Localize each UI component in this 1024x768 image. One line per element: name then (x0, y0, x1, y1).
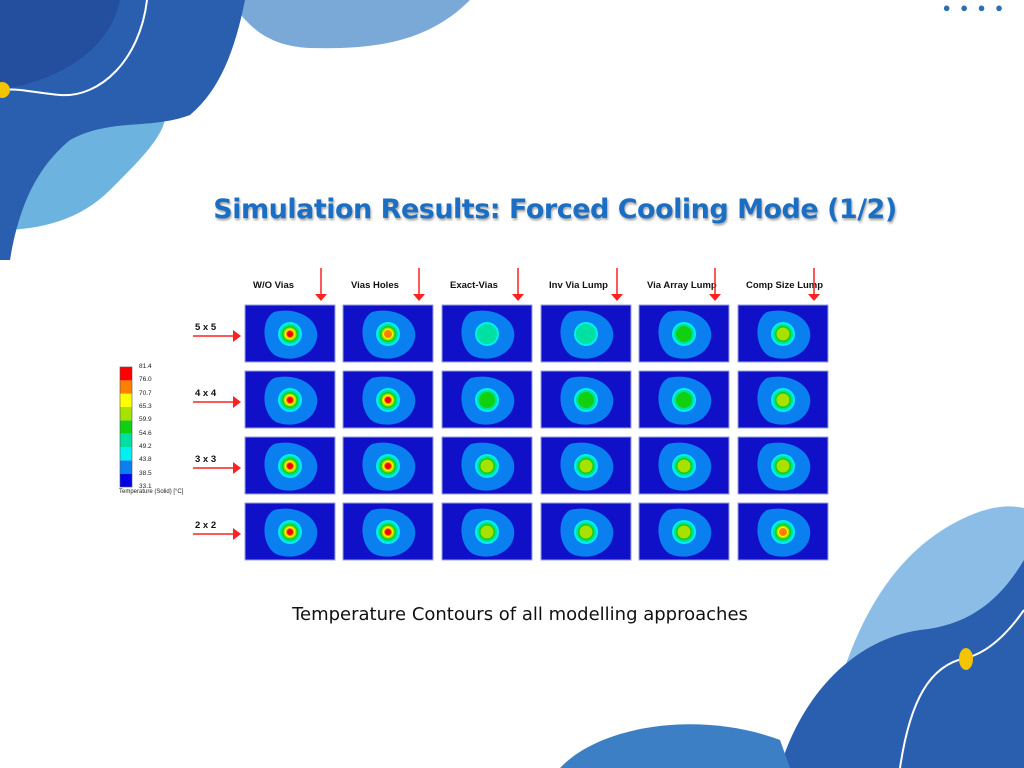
wave-left-darker (0, 0, 120, 90)
legend-band (120, 407, 132, 421)
legend-band (120, 433, 132, 447)
figure-caption: Temperature Contours of all modelling ap… (292, 604, 748, 625)
contour-cell (737, 436, 829, 495)
column-label: W/O Vias (253, 280, 295, 291)
yellow-dot (0, 82, 10, 98)
legend-band (120, 447, 132, 461)
legend-value: 65.3 (139, 403, 152, 410)
contour-cell (342, 502, 434, 561)
legend-value: 70.7 (139, 389, 152, 397)
legend-title: Temperature (Solid) [°C] (119, 489, 184, 495)
legend-band (120, 380, 132, 394)
legend-band (120, 420, 132, 434)
arrow-head-icon (233, 396, 241, 408)
arrow-head-icon (413, 294, 425, 301)
arrow-head-icon (233, 330, 241, 342)
legend-band (120, 367, 132, 381)
contour-cell (540, 436, 632, 495)
contour-cell (540, 502, 632, 561)
row-label: 5 x 5 (195, 322, 217, 333)
legend-band (120, 473, 132, 487)
legend-value: 43.8 (139, 456, 152, 464)
legend-band (120, 460, 132, 474)
contour-cell (244, 304, 336, 363)
slide-title: Simulation Results: Forced Cooling Mode … (213, 194, 897, 225)
legend-band (120, 393, 132, 407)
arrow-head-icon (315, 294, 327, 301)
contour-cell (244, 436, 336, 495)
column-label: Via Array Lump (647, 280, 717, 291)
temperature-legend-bar (119, 366, 133, 488)
contour-cell (244, 502, 336, 561)
curve-line (3, 0, 148, 97)
contour-cell (638, 436, 730, 495)
contour-cell (540, 304, 632, 363)
column-label: Vias Holes (351, 280, 399, 291)
row-label: 2 x 2 (195, 520, 217, 531)
legend-value: 81.4 (139, 363, 152, 370)
arrow-head-icon (611, 294, 623, 301)
contour-cell (638, 370, 730, 429)
arrow-head-icon (512, 294, 524, 301)
wave-top-light (230, 0, 470, 49)
contour-cell (737, 502, 829, 561)
contour-cell (441, 370, 533, 429)
column-label: Inv Via Lump (549, 280, 608, 291)
legend-value: 33.1 (139, 483, 152, 490)
contour-cell (540, 370, 632, 429)
page-indicator-dots: ● ● ● ● (942, 0, 1006, 15)
arrow-head-icon (233, 528, 241, 540)
legend-value: 54.6 (139, 429, 152, 437)
contour-cell (441, 304, 533, 363)
legend-value: 38.5 (139, 469, 152, 477)
row-label: 4 x 4 (195, 388, 217, 399)
contour-cell (342, 370, 434, 429)
arrow-head-icon (808, 294, 820, 301)
contour-cell (441, 502, 533, 561)
contour-cell (244, 370, 336, 429)
legend-value: 59.9 (139, 416, 152, 424)
contour-cell (342, 304, 434, 363)
curve-line-br (899, 609, 1024, 768)
yellow-dot-br (959, 648, 973, 670)
row-label: 3 x 3 (195, 454, 217, 465)
contour-cell (441, 436, 533, 495)
arrow-head-icon (709, 294, 721, 301)
contour-cell (737, 370, 829, 429)
legend-value: 49.2 (139, 443, 152, 450)
arrow-head-icon (233, 462, 241, 474)
column-label: Comp Size Lump (746, 280, 824, 291)
contour-cell (638, 502, 730, 561)
wave-bottom (560, 724, 790, 768)
contour-cell (638, 304, 730, 363)
contour-cell (737, 304, 829, 363)
contour-cell (342, 436, 434, 495)
wave-br-dark (780, 560, 1024, 768)
column-label: Exact-Vias (450, 280, 498, 291)
legend-value: 76.0 (139, 376, 152, 384)
